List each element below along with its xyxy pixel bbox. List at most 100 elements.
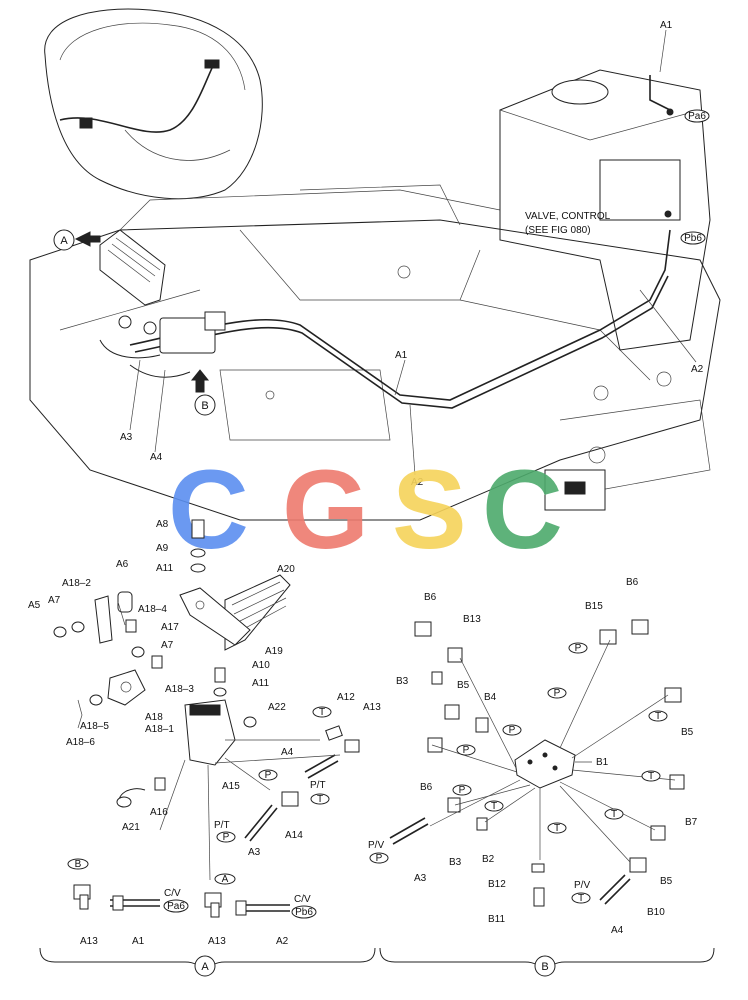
label-a10: A10 xyxy=(252,660,270,671)
label-a12: A12 xyxy=(337,692,355,703)
label-a2-right: A2 xyxy=(691,364,704,375)
label-a1-mid: A1 xyxy=(395,350,408,361)
port-pb6-top: Pb6 xyxy=(684,233,702,244)
port-a-a: A xyxy=(222,874,229,885)
label-a14: A14 xyxy=(285,830,303,841)
label-b3-top: B3 xyxy=(396,676,409,687)
port-pb6-det: Pb6 xyxy=(295,907,313,918)
label-a4-top: A4 xyxy=(150,452,163,463)
label-a11-top: A11 xyxy=(156,563,173,574)
port-t-b5: T xyxy=(655,711,661,722)
label-b6-tr: B6 xyxy=(626,577,639,588)
label-a2-det: A2 xyxy=(276,936,289,947)
watermark-letter-3: S xyxy=(392,447,467,572)
port-p-b1: P xyxy=(575,643,582,654)
port-t-b1: T xyxy=(491,801,497,812)
port-pa6-top: Pa6 xyxy=(688,111,706,122)
port-t-a1: T xyxy=(319,707,325,718)
label-a18-5: A18–5 xyxy=(80,721,109,732)
view-a-callout: A xyxy=(60,235,68,247)
detail-a xyxy=(53,519,360,918)
section-b-label: B xyxy=(541,961,548,973)
label-a5: A5 xyxy=(28,600,41,611)
label-b2: B2 xyxy=(482,854,495,865)
label-b5-br: B5 xyxy=(660,876,673,887)
port-t-b4: T xyxy=(648,771,654,782)
label-a22: A22 xyxy=(268,702,286,713)
detail-a-ports: T P T P B A Pa6 Pb6 xyxy=(67,706,332,919)
label-a3-top: A3 xyxy=(120,432,133,443)
detail-b-ports: P P P P P T T T T T P T xyxy=(369,642,668,904)
section-braces: A B xyxy=(39,947,715,977)
conn-cv-2: C/V xyxy=(294,894,311,905)
label-a19: A19 xyxy=(265,646,283,657)
port-p-b4: P xyxy=(463,745,470,756)
section-a-label: A xyxy=(201,961,209,973)
label-a11-mid: A11 xyxy=(252,678,269,689)
label-b6-ml: B6 xyxy=(420,782,433,793)
label-a7-mid: A7 xyxy=(161,640,174,651)
machine-frame xyxy=(29,8,721,521)
label-b4: B4 xyxy=(484,692,497,703)
port-t-b3: T xyxy=(611,809,617,820)
label-b15: B15 xyxy=(585,601,603,612)
label-a4-det: A4 xyxy=(281,747,294,758)
port-t-a2: T xyxy=(317,794,323,805)
label-a8: A8 xyxy=(156,519,169,530)
label-b1: B1 xyxy=(596,757,609,768)
port-t-b2: T xyxy=(554,823,560,834)
view-a-arrow: A xyxy=(53,229,101,251)
conn-pv-right: P/V xyxy=(574,880,590,891)
detail-b xyxy=(389,619,685,907)
label-a15: A15 xyxy=(222,781,240,792)
label-b3-bot: B3 xyxy=(449,857,462,868)
watermark: C G S C xyxy=(168,447,563,572)
label-a18-2: A18–2 xyxy=(62,578,91,589)
label-a18: A18 xyxy=(145,712,163,723)
label-a1-det: A1 xyxy=(132,936,145,947)
label-a20: A20 xyxy=(277,564,295,575)
label-b12: B12 xyxy=(488,879,506,890)
port-p-b2: P xyxy=(554,688,561,699)
label-a18-6: A18–6 xyxy=(66,737,95,748)
conn-pt-det: P/T xyxy=(310,780,326,791)
view-b-callout: B xyxy=(201,400,208,412)
label-b7: B7 xyxy=(685,817,698,828)
label-a2-mid: A2 xyxy=(411,477,424,488)
label-a9: A9 xyxy=(156,543,169,554)
valve-note-title: VALVE, CONTROL xyxy=(525,211,611,222)
port-t-b6: T xyxy=(578,893,584,904)
label-a3-det: A3 xyxy=(248,847,261,858)
label-a7-left: A7 xyxy=(48,595,61,606)
conn-pt-left: P/T xyxy=(214,820,230,831)
label-a6: A6 xyxy=(116,559,129,570)
label-a4-b: A4 xyxy=(611,925,624,936)
port-b-a: B xyxy=(75,859,82,870)
label-a13-right: A13 xyxy=(363,702,381,713)
label-b13: B13 xyxy=(463,614,481,625)
label-b10: B10 xyxy=(647,907,665,918)
label-a18-4: A18–4 xyxy=(138,604,167,615)
label-a16: A16 xyxy=(150,807,168,818)
port-pa6-det: Pa6 xyxy=(167,901,185,912)
label-a21: A21 xyxy=(122,822,140,833)
view-b-arrow: B xyxy=(190,369,216,416)
watermark-letter-2: G xyxy=(282,447,369,572)
port-p-a1: P xyxy=(265,770,272,781)
label-a13-bl: A13 xyxy=(80,936,98,947)
port-p-b5: P xyxy=(459,785,466,796)
label-b6-tl: B6 xyxy=(424,592,437,603)
watermark-letter-4: C xyxy=(482,447,563,572)
label-a13-bc: A13 xyxy=(208,936,226,947)
label-a18-1: A18–1 xyxy=(145,724,174,735)
conn-cv-1: C/V xyxy=(164,888,181,899)
label-a3-b: A3 xyxy=(414,873,427,884)
label-a18-3: A18–3 xyxy=(165,684,194,695)
port-p-b3: P xyxy=(509,725,516,736)
label-a1-top: A1 xyxy=(660,20,673,31)
port-p-a2: P xyxy=(223,832,230,843)
label-b5-right: B5 xyxy=(681,727,694,738)
label-b11: B11 xyxy=(488,914,505,925)
